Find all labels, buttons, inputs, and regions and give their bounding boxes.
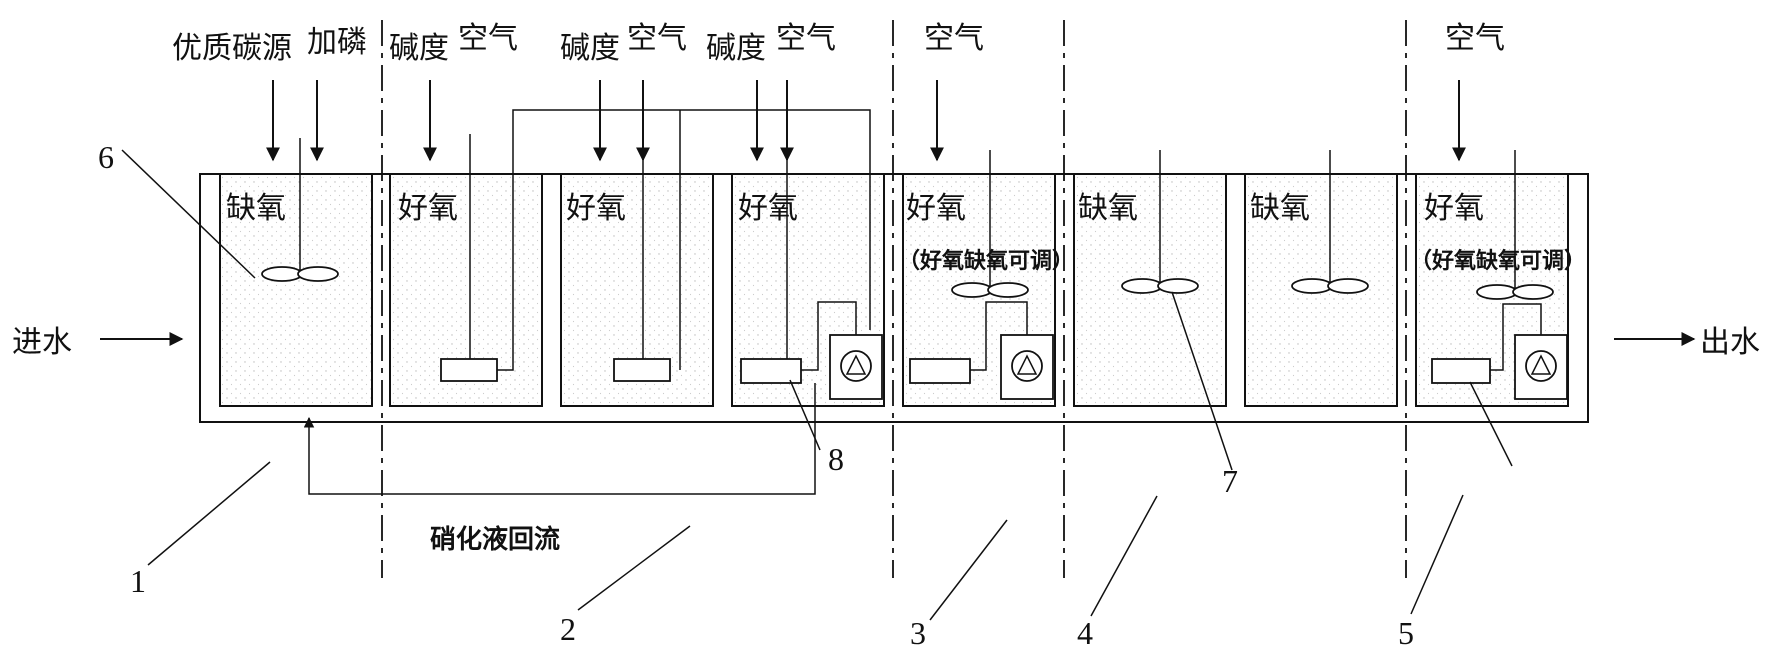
zone-adjustable-2: （好氧缺氧可调） <box>1410 248 1586 274</box>
zone-aerobic-3: 好氧 <box>738 191 798 226</box>
callout-7: 7 <box>1222 463 1238 499</box>
label-phosphorus: 加磷 <box>307 25 367 60</box>
label-outlet: 出水 <box>1700 325 1760 360</box>
zone-aerobic-4: 好氧 <box>906 191 966 226</box>
label-air-2: 空气 <box>627 21 687 56</box>
callout-3: 3 <box>910 615 926 651</box>
zone-anoxic-2: 缺氧 <box>1078 191 1138 226</box>
callout-4: 4 <box>1077 615 1093 651</box>
label-carbon-source: 优质碳源 <box>172 31 292 66</box>
callout-2: 2 <box>560 611 576 647</box>
zone-aerobic-5: 好氧 <box>1424 191 1484 226</box>
diffusers <box>440 358 1491 384</box>
label-return: 硝化液回流 <box>430 525 560 555</box>
leader-lines <box>121 149 1513 621</box>
mixers <box>261 138 1554 300</box>
section-dividers <box>381 20 1407 578</box>
label-inlet: 进水 <box>12 325 72 360</box>
zone-anoxic-1: 缺氧 <box>226 191 286 226</box>
callout-6: 6 <box>98 139 114 175</box>
label-air-4: 空气 <box>924 21 984 56</box>
label-air-3: 空气 <box>776 21 836 56</box>
label-air-1: 空气 <box>458 21 518 56</box>
callout-1: 1 <box>130 563 146 599</box>
label-air-5: 空气 <box>1445 21 1505 56</box>
label-alkalinity-3: 碱度 <box>706 31 766 66</box>
callout-5: 5 <box>1398 615 1414 651</box>
zone-aerobic-1: 好氧 <box>398 191 458 226</box>
pumps <box>801 301 1568 400</box>
dosing-arrows <box>266 80 1466 162</box>
zone-anoxic-3: 缺氧 <box>1250 191 1310 226</box>
label-alkalinity-1: 碱度 <box>389 31 449 66</box>
zone-adjustable-1: （好氧缺氧可调） <box>898 248 1074 274</box>
zone-aerobic-2: 好氧 <box>566 191 626 226</box>
label-alkalinity-2: 碱度 <box>560 31 620 66</box>
callout-8: 8 <box>828 441 844 477</box>
air-header-pipe <box>469 109 871 371</box>
